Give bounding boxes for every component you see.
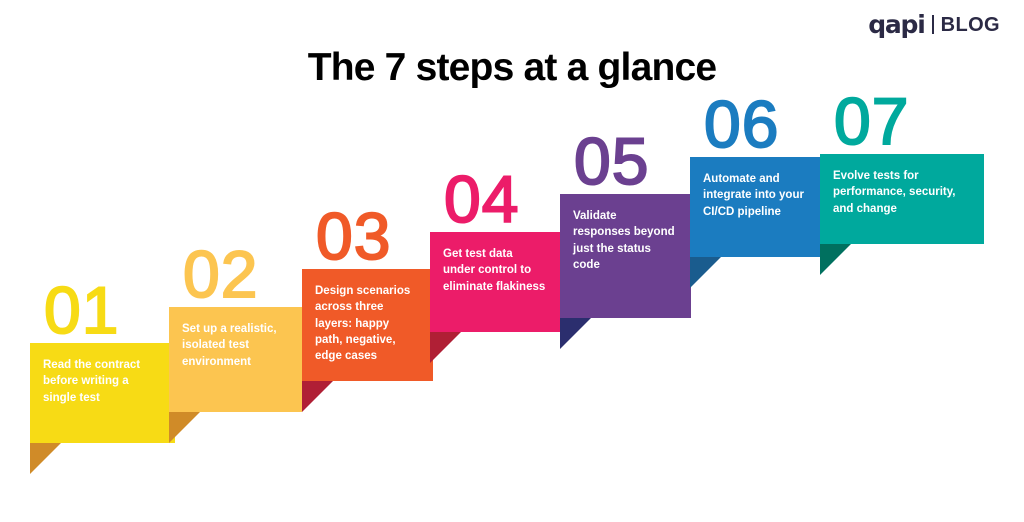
step-text-02: Set up a realistic, isolated test enviro…: [182, 323, 277, 368]
step-fold-01: [30, 443, 61, 474]
step-fold-07: [820, 244, 851, 275]
step-text-05: Validate responses beyond just the statu…: [573, 210, 675, 271]
step-card-03[interactable]: Design scenarios across three layers: ha…: [302, 269, 433, 412]
step-card-06[interactable]: Automate and integrate into your CI/CD p…: [690, 157, 821, 288]
step-text-04: Get test data under control to eliminate…: [443, 248, 546, 293]
brand-logo-divider: [931, 15, 934, 34]
step-card-02[interactable]: Set up a realistic, isolated test enviro…: [169, 307, 302, 443]
step-text-01: Read the contract before writing a singl…: [43, 359, 141, 404]
step-card-07[interactable]: Evolve tests for performance, security, …: [820, 154, 984, 275]
step-number-07: 07: [833, 84, 910, 159]
step-number-03: 03: [315, 199, 392, 274]
step-number-04: 04: [443, 162, 520, 237]
step-text-03: Design scenarios across three layers: ha…: [315, 285, 411, 363]
step-fold-02: [169, 412, 200, 443]
step-number-06: 06: [703, 87, 780, 162]
step-fold-04: [430, 332, 461, 363]
step-number-01: 01: [43, 273, 120, 348]
step-text-07: Evolve tests for performance, security, …: [833, 170, 956, 215]
step-fold-03: [302, 380, 333, 412]
step-card-05[interactable]: Validate responses beyond just the statu…: [560, 194, 691, 349]
step-number-02: 02: [182, 237, 259, 312]
brand-logo-mark: qapi: [868, 10, 926, 39]
brand-logo-word: BLOG: [940, 13, 1000, 36]
step-fold-06: [690, 257, 721, 288]
brand-logo[interactable]: qapi BLOG: [868, 12, 1000, 37]
page-title: The 7 steps at a glance: [307, 46, 717, 89]
step-card-01[interactable]: Read the contract before writing a singl…: [30, 343, 175, 474]
step-fold-05: [560, 318, 591, 349]
step-number-05: 05: [573, 124, 650, 199]
step-card-04[interactable]: Get test data under control to eliminate…: [430, 232, 561, 363]
step-text-06: Automate and integrate into your CI/CD p…: [703, 173, 804, 218]
